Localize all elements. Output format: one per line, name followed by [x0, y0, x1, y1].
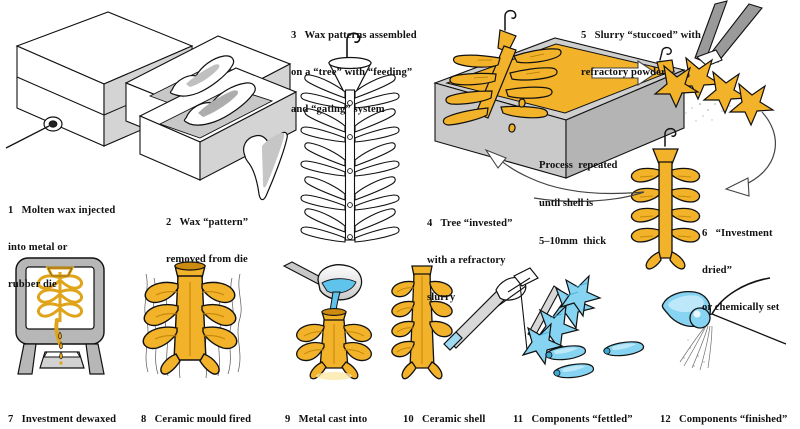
step-1-caption: 1 Molten wax injected into metal or rubb… — [8, 180, 115, 316]
step-6-caption: 6 “Investment dried” or chemically set — [702, 203, 779, 339]
step-4-line-1: 4 Tree “invested” — [427, 217, 513, 229]
step11-fettled-components-illustration — [521, 274, 645, 379]
step1-metal-die-illustration — [5, 11, 194, 149]
step-4-caption: 4 Tree “invested” with a refractory slur… — [427, 193, 512, 329]
step-2-line-2: removed from die — [166, 254, 248, 266]
step-9-caption: 9 Metal cast into ceramic mould — [285, 389, 367, 429]
step-10-caption: 10 Ceramic shell removed — [403, 389, 485, 429]
step-4-line-3: slurry — [427, 292, 456, 304]
step2-wax-pattern-single — [243, 131, 288, 201]
step-2-line-1: 2 Wax “pattern” — [166, 216, 249, 228]
step-4-line-2: with a refractory — [427, 255, 506, 267]
step-7-line-1: 7 Investment dewaxed — [8, 413, 117, 425]
step-6-line-2: dried” — [702, 265, 733, 277]
step-1-line-2: into metal or — [8, 242, 68, 254]
process-note-line-3: 5–10mm thick — [539, 235, 607, 247]
step-5-caption: 5 Slurry “stuccoed” with refractory powd… — [581, 5, 701, 104]
step-1-line-3: rubber die — [8, 279, 57, 291]
step-12-line-1: 12 Components “finished” — [660, 413, 788, 425]
step-5-line-1: 5 Slurry “stuccoed” with — [581, 29, 702, 41]
step9-pouring-illustration — [282, 261, 372, 380]
process-repeated-note: Process repeated until shell is 5–10mm t… — [539, 135, 617, 274]
step-1-line-1: 1 Molten wax injected — [8, 204, 116, 216]
step6-dried-tree-illustration — [630, 127, 701, 270]
step-3-line-3: and “gating” system — [291, 104, 385, 116]
step-7-caption: 7 Investment dewaxed in steam autoclave … — [8, 389, 116, 429]
step-3-line-2: on a “tree” with “feeding” — [291, 67, 413, 79]
step-10-line-1: 10 Ceramic shell — [403, 413, 486, 425]
step-11-caption: 11 Components “fettled” i.e. removed fro… — [513, 389, 633, 429]
step-11-line-1: 11 Components “fettled” — [513, 413, 633, 425]
step-3-caption: 3 Wax patterns assembled on a “tree” wit… — [291, 5, 417, 141]
step-9-line-1: 9 Metal cast into — [285, 413, 368, 425]
step-3-line-1: 3 Wax patterns assembled — [291, 29, 417, 41]
step-5-line-2: refractory powder — [581, 67, 666, 79]
step-12-caption: 12 Components “finished” i.e. grinding, … — [660, 389, 787, 429]
step-8-caption: 8 Ceramic mould fired and pre-heated — [141, 389, 251, 429]
arrow-stucco-to-dried — [724, 111, 776, 197]
process-note-line-2: until shell is — [539, 197, 594, 209]
step-6-line-3: or chemically set — [702, 302, 780, 314]
process-note-line-1: Process repeated — [539, 160, 618, 172]
step-6-line-1: 6 “Investment — [702, 227, 773, 239]
step2-open-die-illustration — [124, 35, 298, 201]
step-2-caption: 2 Wax “pattern” removed from die — [166, 192, 248, 291]
step-8-line-1: 8 Ceramic mould fired — [141, 413, 252, 425]
